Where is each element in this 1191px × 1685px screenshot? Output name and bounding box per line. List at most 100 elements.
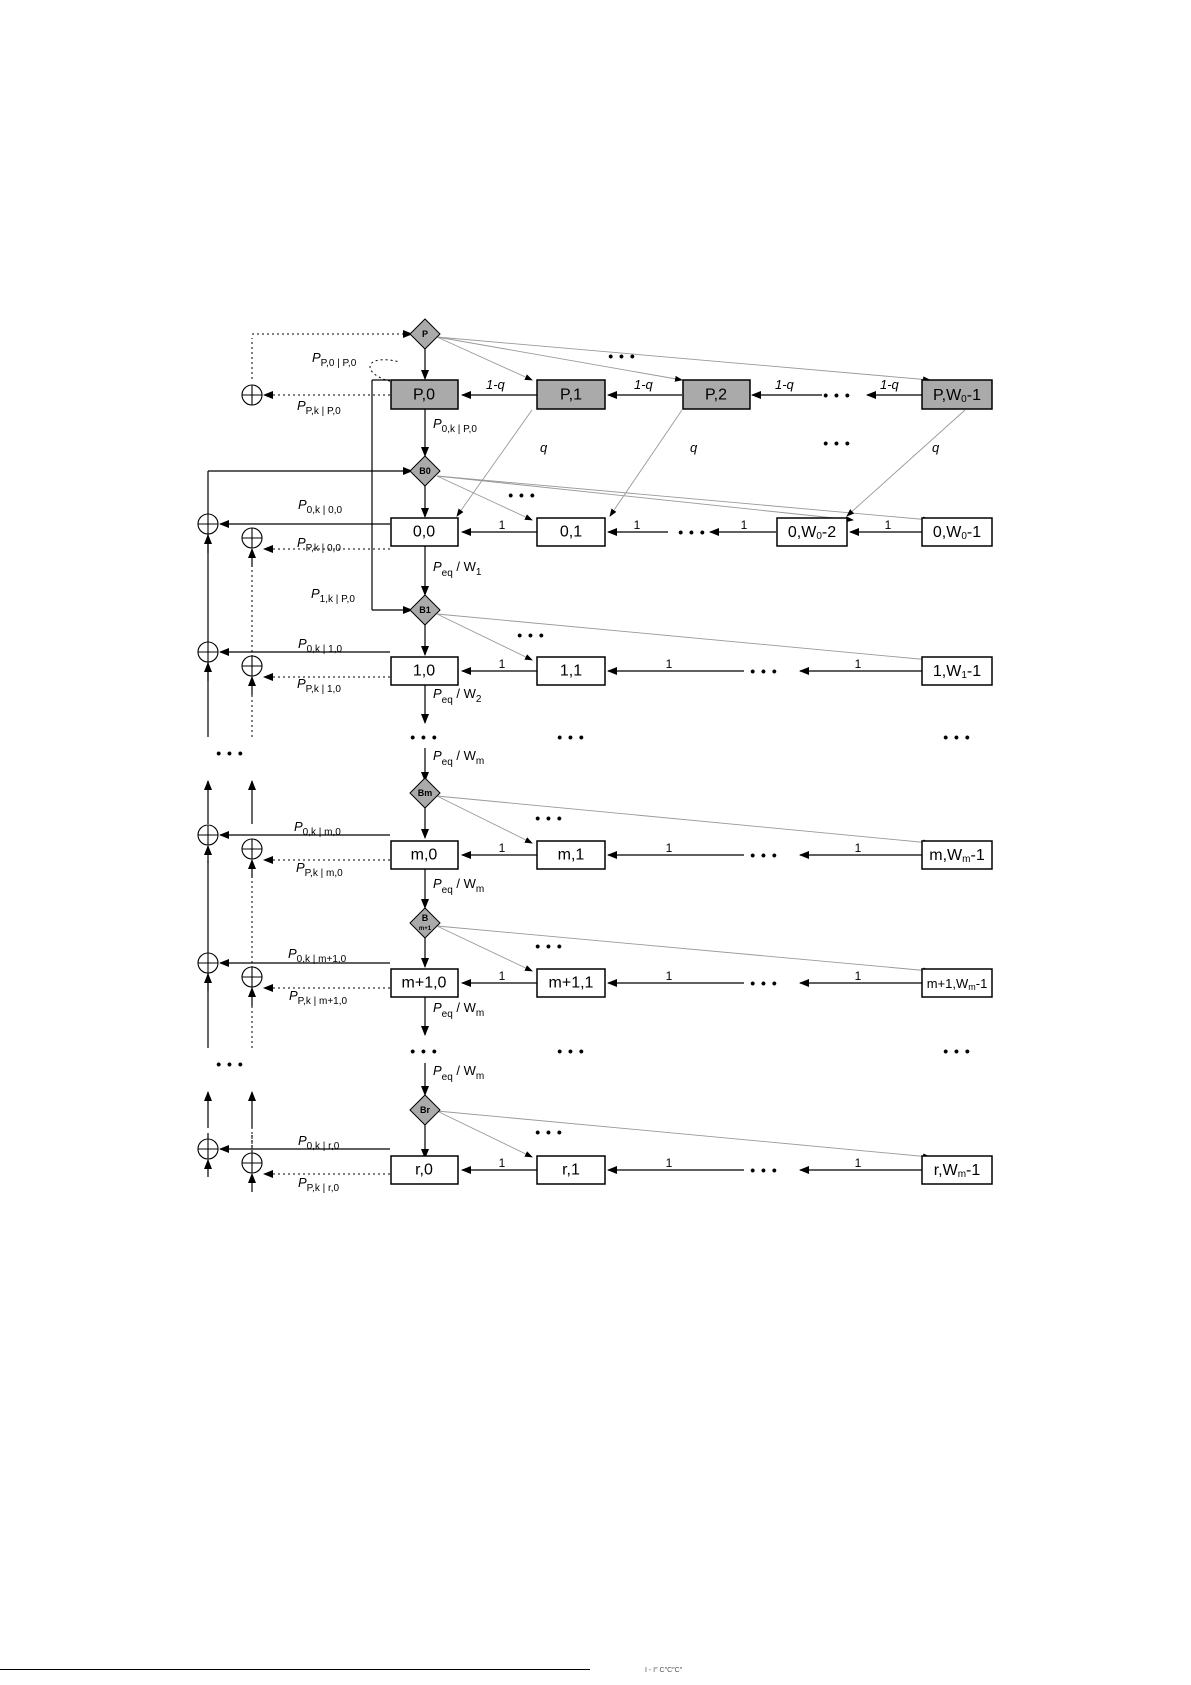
sum-circle-r-dotted [241, 1152, 263, 1174]
state-row-0: 0,0 0,1 0,W0-2 0,W0-1 [390, 517, 993, 547]
edge-label-one: 1 [499, 657, 506, 671]
edge-label-one: 1 [666, 841, 673, 855]
state-1-1-label: 1,1 [560, 663, 582, 680]
diamond-b0-label: B0 [419, 466, 431, 476]
ellipsis-icon: • • • [410, 1043, 437, 1059]
state-r-0: r,0 [390, 1155, 459, 1185]
prob-label-0k-m10: P0,k | m+1,0 [288, 946, 347, 965]
sum-circle-m-dotted [241, 838, 263, 860]
sum-circle-0-solid [197, 513, 219, 535]
ellipsis-icon: • • • [216, 745, 243, 761]
state-m-0: m,0 [390, 840, 459, 870]
prob-label-0k-r0: P0,k | r,0 [298, 1133, 340, 1152]
diamond-bm1-label-bottom: m+1 [419, 926, 432, 932]
peq-label-wm-b: Peq / Wm [433, 876, 484, 896]
state-m1-wm-label: m+1,Wm-1 [927, 976, 988, 993]
edge-label-one: 1 [666, 1156, 673, 1170]
transition-lines [436, 336, 966, 1160]
diamond-b1-label: B1 [419, 605, 431, 615]
ellipsis-icon: • • • [216, 1056, 243, 1072]
page-footer: I - I″ C″C″C″ [0, 1667, 1191, 1685]
prob-label-0k-10: P0,k | 1,0 [298, 636, 343, 655]
state-p-w0-label: P,W0-1 [933, 387, 981, 405]
edge-label-q-b: q [690, 440, 698, 455]
edge-label-one: 1 [634, 518, 641, 532]
ellipsis-icon: • • • [678, 524, 705, 540]
diamond-bm-label: Bm [418, 788, 433, 798]
state-1-1: 1,1 [536, 656, 606, 686]
state-p-w0: P,W0-1 [921, 379, 993, 410]
diamond-p: P [409, 318, 441, 350]
state-p-2-label: P,2 [705, 387, 727, 404]
state-p-0-label: P,0 [413, 387, 435, 404]
sum-circle-p [241, 384, 263, 406]
edge-label-one: 1 [855, 657, 862, 671]
state-1-w1: 1,W1-1 [921, 656, 993, 686]
state-p-1-label: P,1 [560, 387, 582, 404]
prob-label-pk-m0: PP,k | m,0 [296, 860, 343, 879]
diamond-bm1-label-top: B [422, 913, 429, 923]
edge-label-q-c: q [932, 440, 940, 455]
edge-label-one: 1 [499, 1156, 506, 1170]
diamond-p-label: P [422, 329, 428, 339]
edge-label-one: 1 [499, 969, 506, 983]
state-r-1-label: r,1 [562, 1162, 580, 1179]
sum-circle-1-dotted [241, 655, 263, 677]
state-0-1-label: 0,1 [560, 524, 582, 541]
diamond-bm1: B m+1 [409, 907, 441, 939]
edge-label-1-q-c: 1-q [775, 377, 795, 392]
state-r-wm-label: r,Wm-1 [934, 1162, 981, 1180]
edge-label-1-q-d: 1-q [880, 377, 900, 392]
prob-label-pk-10: PP,k | 1,0 [297, 676, 341, 695]
ellipsis-icon: • • • [750, 663, 777, 679]
state-row-r: r,0 r,1 r,Wm-1 [390, 1155, 993, 1185]
ellipsis-icon: • • • [535, 938, 562, 954]
diamond-b1: B1 [409, 594, 441, 626]
ellipsis-icon: • • • [535, 1124, 562, 1140]
sum-circle-0-dotted [241, 527, 263, 549]
edge-label-one: 1 [666, 969, 673, 983]
state-m-wm-label: m,Wm-1 [929, 847, 985, 865]
prob-label-pk-00: PP,k | 0,0 [297, 535, 341, 554]
ellipsis-icon: • • • [943, 1043, 970, 1059]
sum-circle-m1-solid [197, 952, 219, 974]
state-0-0: 0,0 [390, 517, 459, 547]
edge-labels: 1-q 1-q 1-q 1-q q q q 1 1 1 1 1 1 1 1 1 … [486, 377, 940, 1170]
prob-label-1k-p0: P1,k | P,0 [311, 586, 355, 605]
footer-rule [0, 1669, 590, 1670]
ellipsis-icon: • • • [608, 348, 635, 364]
peq-label-wm-a: Peq / Wm [433, 748, 484, 768]
peq-labels: Peq / W1 Peq / W2 Peq / Wm Peq / Wm Peq … [433, 559, 484, 1083]
peq-label-w2: Peq / W2 [433, 686, 482, 706]
peq-label-wm-d: Peq / Wm [433, 1063, 484, 1083]
state-m1-wm: m+1,Wm-1 [921, 968, 993, 998]
state-m1-1-label: m+1,1 [549, 975, 594, 992]
ellipsis-icon: • • • [750, 847, 777, 863]
prob-label-0k-p0: P0,k | P,0 [433, 416, 477, 435]
prob-label-pk-p0: PP,k | P,0 [297, 398, 341, 417]
state-0-w0-1-label: 0,W0-1 [933, 524, 981, 542]
peq-label-wm-c: Peq / Wm [433, 1000, 484, 1020]
state-p-0: P,0 [390, 379, 459, 410]
ellipsis-icon: • • • [517, 627, 544, 643]
state-0-1: 0,1 [536, 517, 606, 547]
state-m-1: m,1 [536, 840, 606, 870]
dotted-lines [251, 330, 413, 1178]
sum-circle-1-solid [197, 641, 219, 663]
state-0-w0-1: 0,W0-1 [921, 517, 993, 547]
ellipsis-icon: • • • [943, 729, 970, 745]
prob-label-p0-p0: PP,0 | P,0 [312, 350, 357, 369]
state-row-m: m,0 m,1 m,Wm-1 [390, 840, 993, 870]
prob-label-0k-m0: P0,k | m,0 [294, 819, 341, 838]
diamond-bm: Bm [409, 777, 441, 809]
edge-label-one: 1 [741, 518, 748, 532]
ellipsis-icon: • • • [557, 729, 584, 745]
ellipsis-icon: • • • [508, 487, 535, 503]
edge-label-one: 1 [855, 1156, 862, 1170]
prob-label-pk-m10: PP,k | m+1,0 [289, 988, 347, 1007]
state-r-1: r,1 [536, 1155, 606, 1185]
ellipsis-icon: • • • [535, 810, 562, 826]
edge-label-1-q-a: 1-q [486, 377, 506, 392]
state-p-2: P,2 [682, 379, 751, 410]
edge-label-1-q-b: 1-q [634, 377, 654, 392]
